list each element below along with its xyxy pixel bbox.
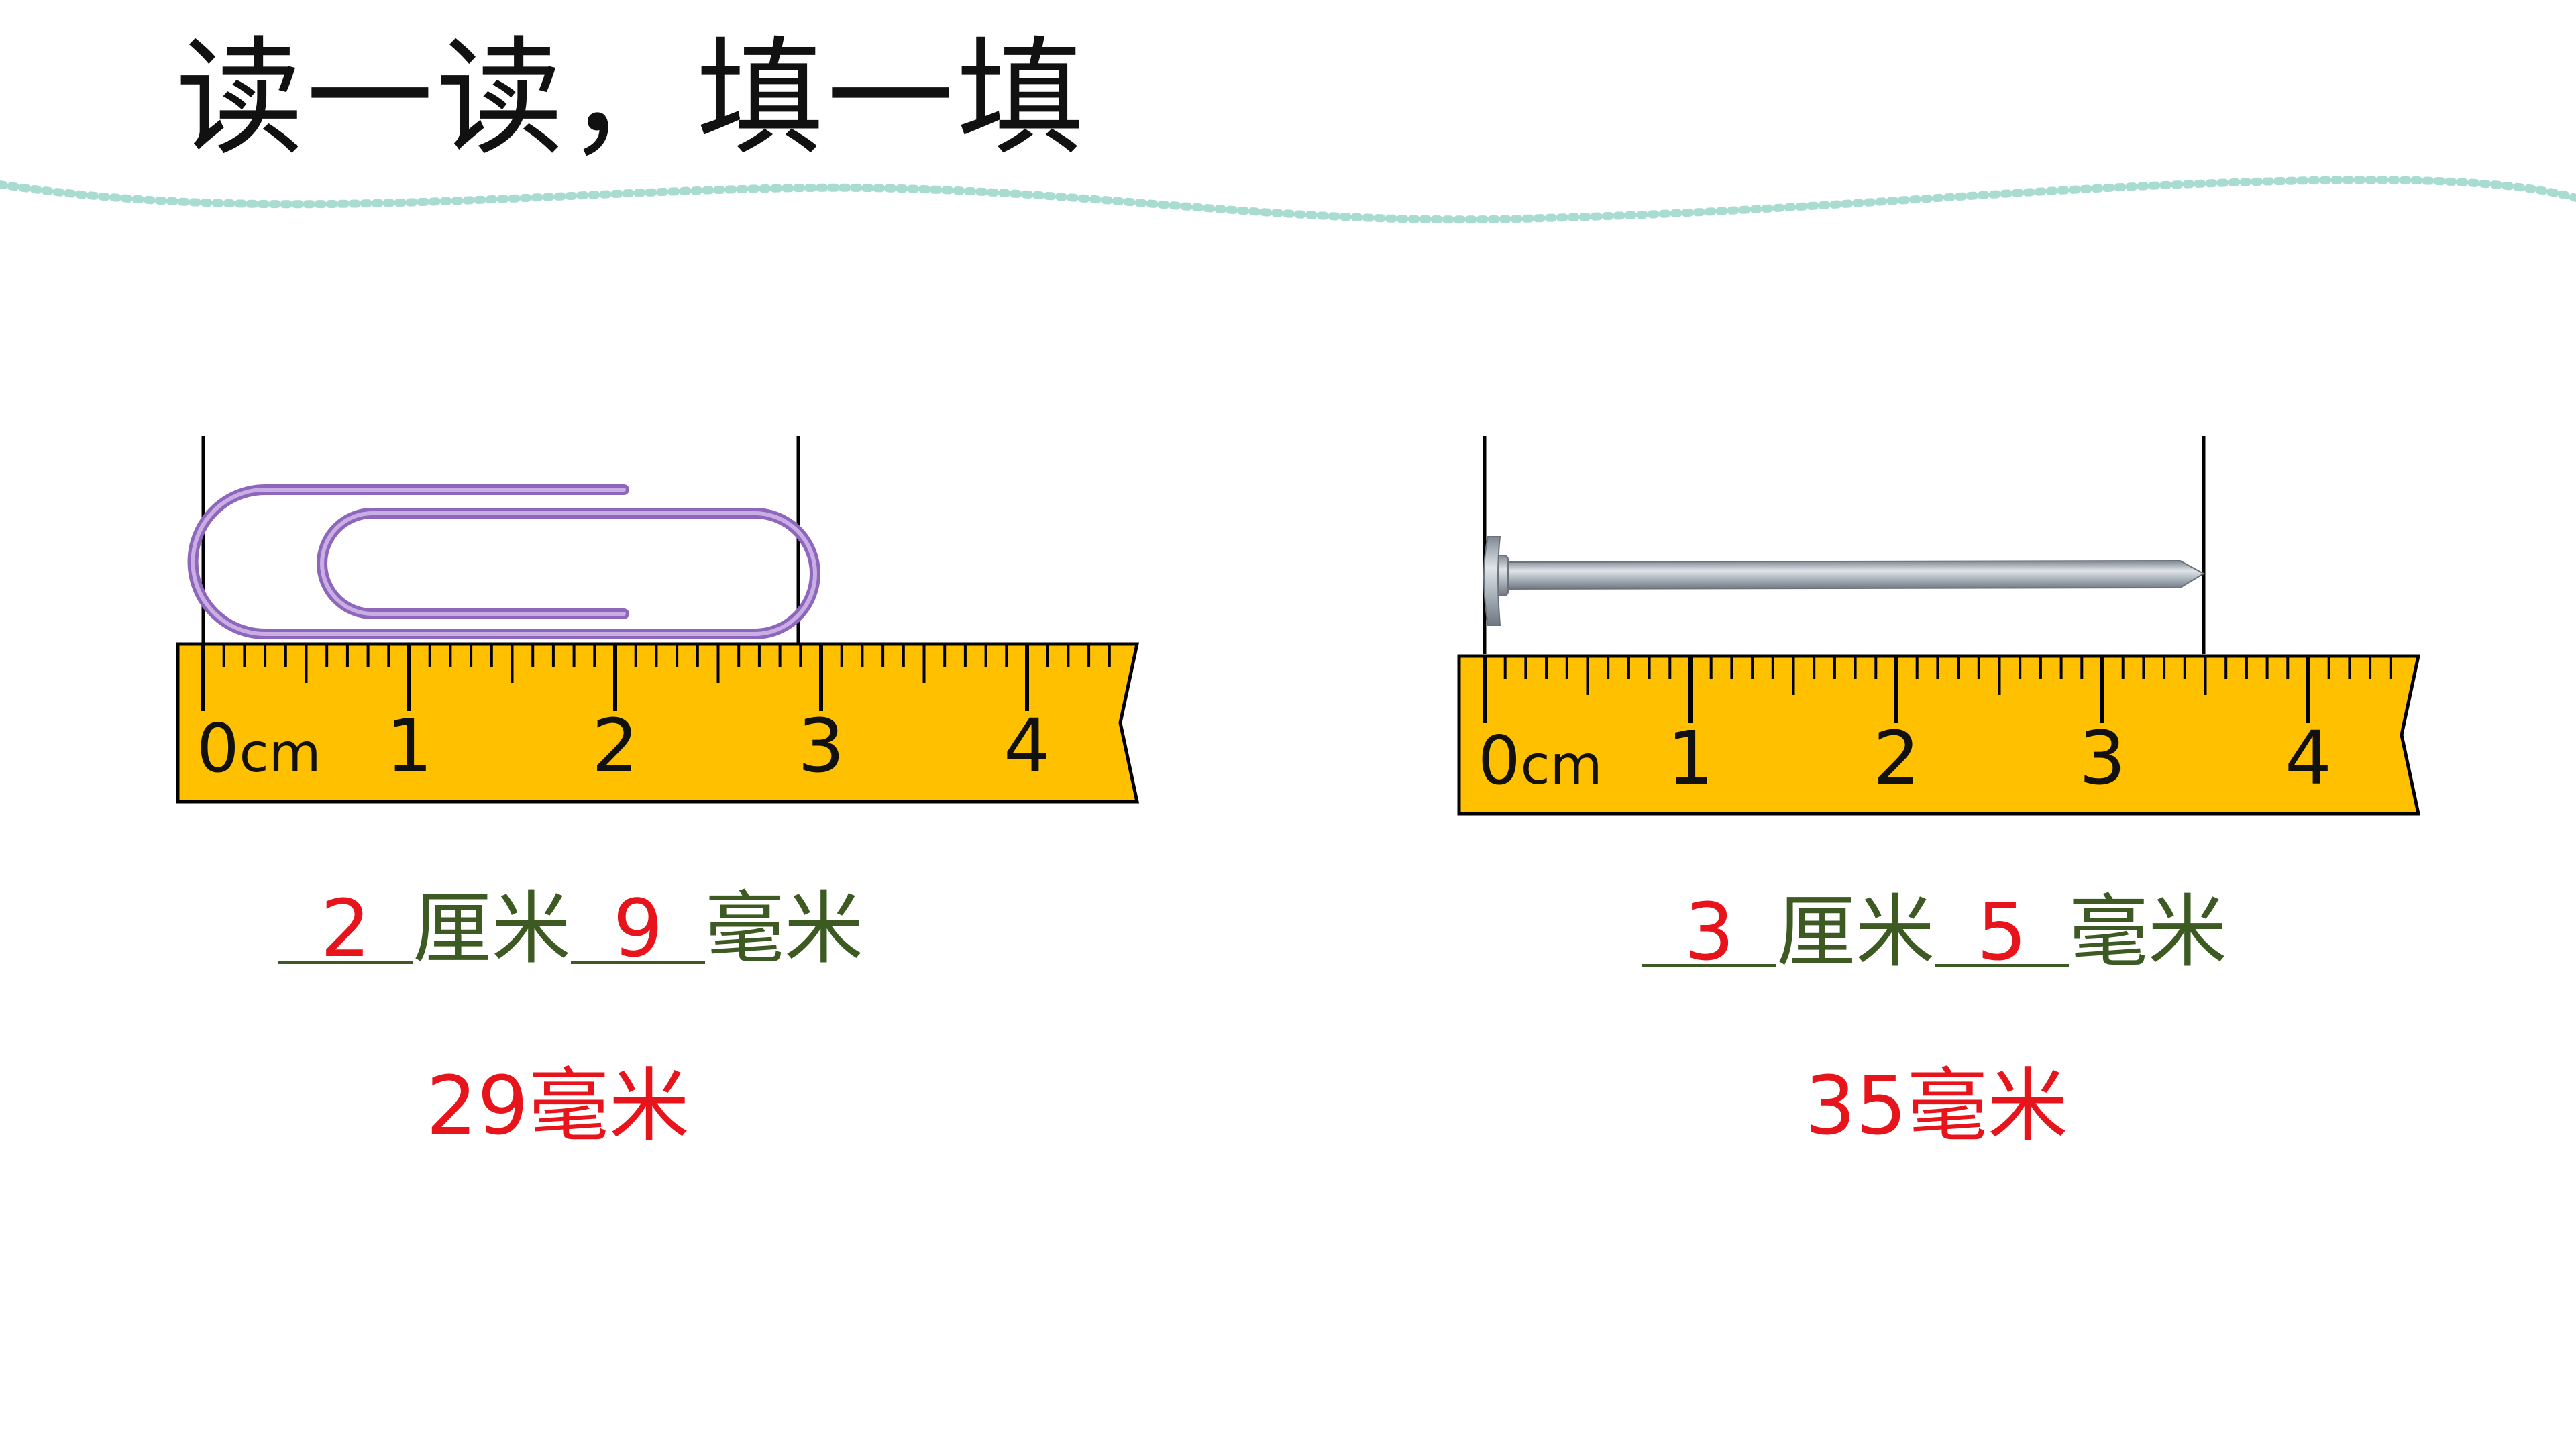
tick-label: 3 xyxy=(2079,715,2126,801)
mm-value: 5 xyxy=(1976,885,2027,978)
cm-blank[interactable]: 2 xyxy=(278,889,413,968)
cm-unit: 厘米 xyxy=(413,882,572,975)
mm-unit: 毫米 xyxy=(2069,885,2228,978)
tick-label: 3 xyxy=(798,703,845,789)
paperclip-icon xyxy=(187,484,820,639)
cm-blank[interactable]: 3 xyxy=(1642,892,1776,971)
total-length-nail: 35毫米 xyxy=(1805,1060,2068,1153)
ruler-body xyxy=(176,642,1140,804)
mm-blank[interactable]: 5 xyxy=(1935,885,2070,978)
cm-value: 3 xyxy=(1684,885,1735,978)
ruler: 0cm 1 2 3 4 xyxy=(176,642,1140,804)
total-length-paperclip: 29毫米 xyxy=(426,1060,690,1153)
dotted-wave-divider xyxy=(0,176,2576,224)
tick-label: 1 xyxy=(386,703,433,789)
ruler-block-paperclip: 0cm 1 2 3 4 xyxy=(171,436,1177,812)
cm-unit: 厘米 xyxy=(1776,885,1935,978)
tick-label: 0cm xyxy=(197,709,321,788)
mm-value: 9 xyxy=(612,882,663,975)
tick-label: 4 xyxy=(1004,703,1051,789)
tick-label: 4 xyxy=(2285,715,2332,801)
ruler: 0cm 1 2 3 4 xyxy=(1457,654,2421,816)
mm-blank[interactable]: 9 xyxy=(571,882,706,975)
paperclip-ruler-figure: 0cm 1 2 3 4 xyxy=(176,436,1140,804)
tick-label: 2 xyxy=(1873,715,1920,801)
page-title: 读一读，填一填 xyxy=(176,24,1087,172)
mm-unit: 毫米 xyxy=(705,882,864,975)
cm-value: 2 xyxy=(320,882,371,975)
tick-label: 2 xyxy=(592,703,639,789)
nail-icon xyxy=(1483,536,2206,626)
ruler-body xyxy=(1457,654,2421,816)
tick-label: 0cm xyxy=(1478,721,1603,800)
ruler-block-nail: 0cm 1 2 3 4 xyxy=(1456,436,2496,816)
tick-label: 1 xyxy=(1667,715,1714,801)
nail-ruler-figure: 0cm 1 2 3 4 xyxy=(1457,436,2421,816)
